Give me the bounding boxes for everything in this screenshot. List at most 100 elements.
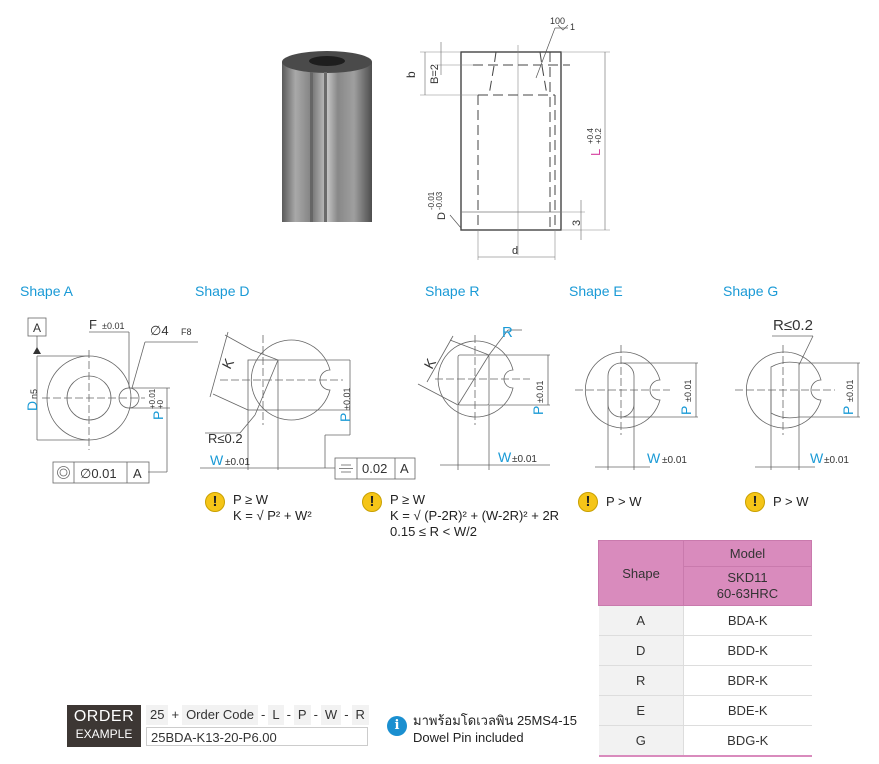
- svg-text:1: 1: [570, 22, 575, 32]
- shape-g-notes: ! P > W: [745, 492, 825, 514]
- svg-text:P: P: [337, 413, 353, 422]
- order-example-label: ORDER EXAMPLE: [67, 705, 141, 747]
- svg-text:W: W: [210, 452, 224, 468]
- svg-text:F: F: [89, 317, 97, 332]
- note-line: P ≥ W: [390, 492, 426, 507]
- header-material: SKD11 60-63HRC: [683, 566, 812, 606]
- order-label-line1: ORDER: [73, 708, 135, 725]
- svg-text:D: D: [436, 212, 448, 220]
- svg-text:A: A: [33, 321, 41, 335]
- svg-text:P: P: [150, 411, 166, 420]
- svg-text:+0.4: +0.4: [586, 128, 595, 144]
- svg-text:D: D: [24, 401, 40, 411]
- shape-g-title: Shape G: [723, 283, 779, 299]
- shape-r-title: Shape R: [425, 283, 480, 299]
- svg-text:B=2: B=2: [429, 64, 441, 84]
- cell-model: BDG-K: [683, 725, 812, 757]
- svg-text:A: A: [400, 461, 409, 476]
- order-label-line2: EXAMPLE: [75, 727, 133, 741]
- dowel-pin-note: มาพร้อมโดเวลพิน 25MS4-15 Dowel Pin inclu…: [413, 712, 577, 746]
- svg-text:n5: n5: [29, 389, 39, 399]
- svg-text:A: A: [133, 466, 142, 481]
- svg-text:±0.01: ±0.01: [662, 455, 687, 466]
- svg-text:+0.2: +0.2: [594, 128, 603, 144]
- format-sep: -: [313, 707, 318, 722]
- svg-text:±0.01: ±0.01: [342, 388, 352, 410]
- format-W: W: [320, 705, 342, 725]
- note-line: P > W: [773, 494, 809, 509]
- order-format: 25 + Order Code - L - P - W - R: [146, 705, 369, 725]
- note-line: P ≥ W: [233, 492, 269, 507]
- cell-shape: G: [598, 725, 684, 757]
- shape-e-notes: ! P > W: [578, 492, 658, 514]
- header-model: Model: [683, 540, 812, 567]
- header-shape: Shape: [598, 540, 684, 606]
- svg-text:R: R: [502, 324, 513, 341]
- svg-text:-0.01: -0.01: [427, 191, 436, 210]
- svg-text:F8: F8: [181, 327, 192, 337]
- order-example-value: 25BDA-K13-20-P6.00: [146, 727, 368, 746]
- info-icon: i: [387, 716, 407, 736]
- shape-e-title: Shape E: [569, 283, 623, 299]
- warning-icon: !: [362, 492, 382, 512]
- shape-a-title: Shape A: [20, 283, 73, 299]
- svg-text:K: K: [421, 355, 440, 371]
- shape-g-drawing: R≤0.2 P ±0.01 W ±0.01: [735, 317, 860, 470]
- material-hardness: 60-63HRC: [716, 586, 779, 601]
- info-line-thai: มาพร้อมโดเวลพิน 25MS4-15: [413, 713, 577, 728]
- svg-text:W: W: [498, 449, 512, 465]
- note-line: 0.15 ≤ R < W/2: [390, 524, 477, 539]
- format-sep: -: [344, 707, 349, 722]
- cell-model: BDA-K: [683, 605, 812, 636]
- svg-text:+0.01: +0.01: [148, 388, 157, 409]
- svg-text:P: P: [678, 406, 694, 415]
- shape-e-drawing: P ±0.01 W ±0.01: [575, 345, 698, 470]
- shape-d-drawing: K R≤0.2 P ±0.01 W ±0.01 0.02 A: [200, 331, 416, 480]
- svg-text:±0.01: ±0.01: [102, 321, 124, 331]
- svg-text:±0.01: ±0.01: [824, 455, 849, 466]
- shape-r-drawing: K R P ±0.01 W ±0.01: [417, 324, 550, 470]
- svg-text:0.02: 0.02: [362, 461, 387, 476]
- note-line: P > W: [606, 494, 642, 509]
- shape-d-notes: ! P ≥ W K = √ P² + W²: [205, 492, 365, 532]
- svg-text:W: W: [647, 450, 661, 466]
- cell-model: BDD-K: [683, 635, 812, 666]
- cell-model: BDE-K: [683, 695, 812, 726]
- svg-text:R≤0.2: R≤0.2: [773, 317, 813, 334]
- svg-text:P: P: [840, 406, 856, 415]
- svg-text:-0.03: -0.03: [435, 191, 444, 210]
- svg-text:∅0.01: ∅0.01: [80, 466, 117, 481]
- svg-text:d: d: [512, 245, 518, 257]
- format-order-code: Order Code: [182, 705, 258, 725]
- svg-text:3: 3: [571, 220, 583, 226]
- info-line-english: Dowel Pin included: [413, 730, 524, 745]
- bushing-section-drawing: 100 1 b B=2 L +0.4 +0.2 D -0.01 -0.03 3 …: [404, 16, 610, 260]
- format-P: P: [293, 705, 311, 725]
- note-line: K = √ P² + W²: [233, 508, 312, 523]
- svg-text:±0.01: ±0.01: [512, 454, 537, 465]
- svg-text:R≤0.2: R≤0.2: [208, 431, 243, 446]
- shape-d-title: Shape D: [195, 283, 250, 299]
- svg-text:W: W: [810, 450, 824, 466]
- svg-text:∅4: ∅4: [150, 323, 169, 338]
- svg-text:L: L: [588, 149, 603, 156]
- svg-text:P: P: [530, 406, 546, 415]
- svg-text:b: b: [404, 71, 418, 78]
- format-sep: +: [171, 707, 180, 722]
- warning-icon: !: [578, 492, 598, 512]
- cell-model: BDR-K: [683, 665, 812, 696]
- shape-a-drawing: A F ±0.01 ∅4 F8 D n5 P +0.01 +0 ∅0.01 A: [24, 317, 198, 484]
- svg-text:±0.01: ±0.01: [225, 457, 250, 468]
- format-sep: -: [286, 707, 291, 722]
- note-line: K = √ (P-2R)² + (W-2R)² + 2R: [390, 508, 560, 523]
- material-name: SKD11: [727, 570, 768, 585]
- svg-text:±0.01: ±0.01: [683, 380, 693, 402]
- bushing-3d-image: [282, 51, 372, 222]
- format-prefix: 25: [146, 705, 169, 725]
